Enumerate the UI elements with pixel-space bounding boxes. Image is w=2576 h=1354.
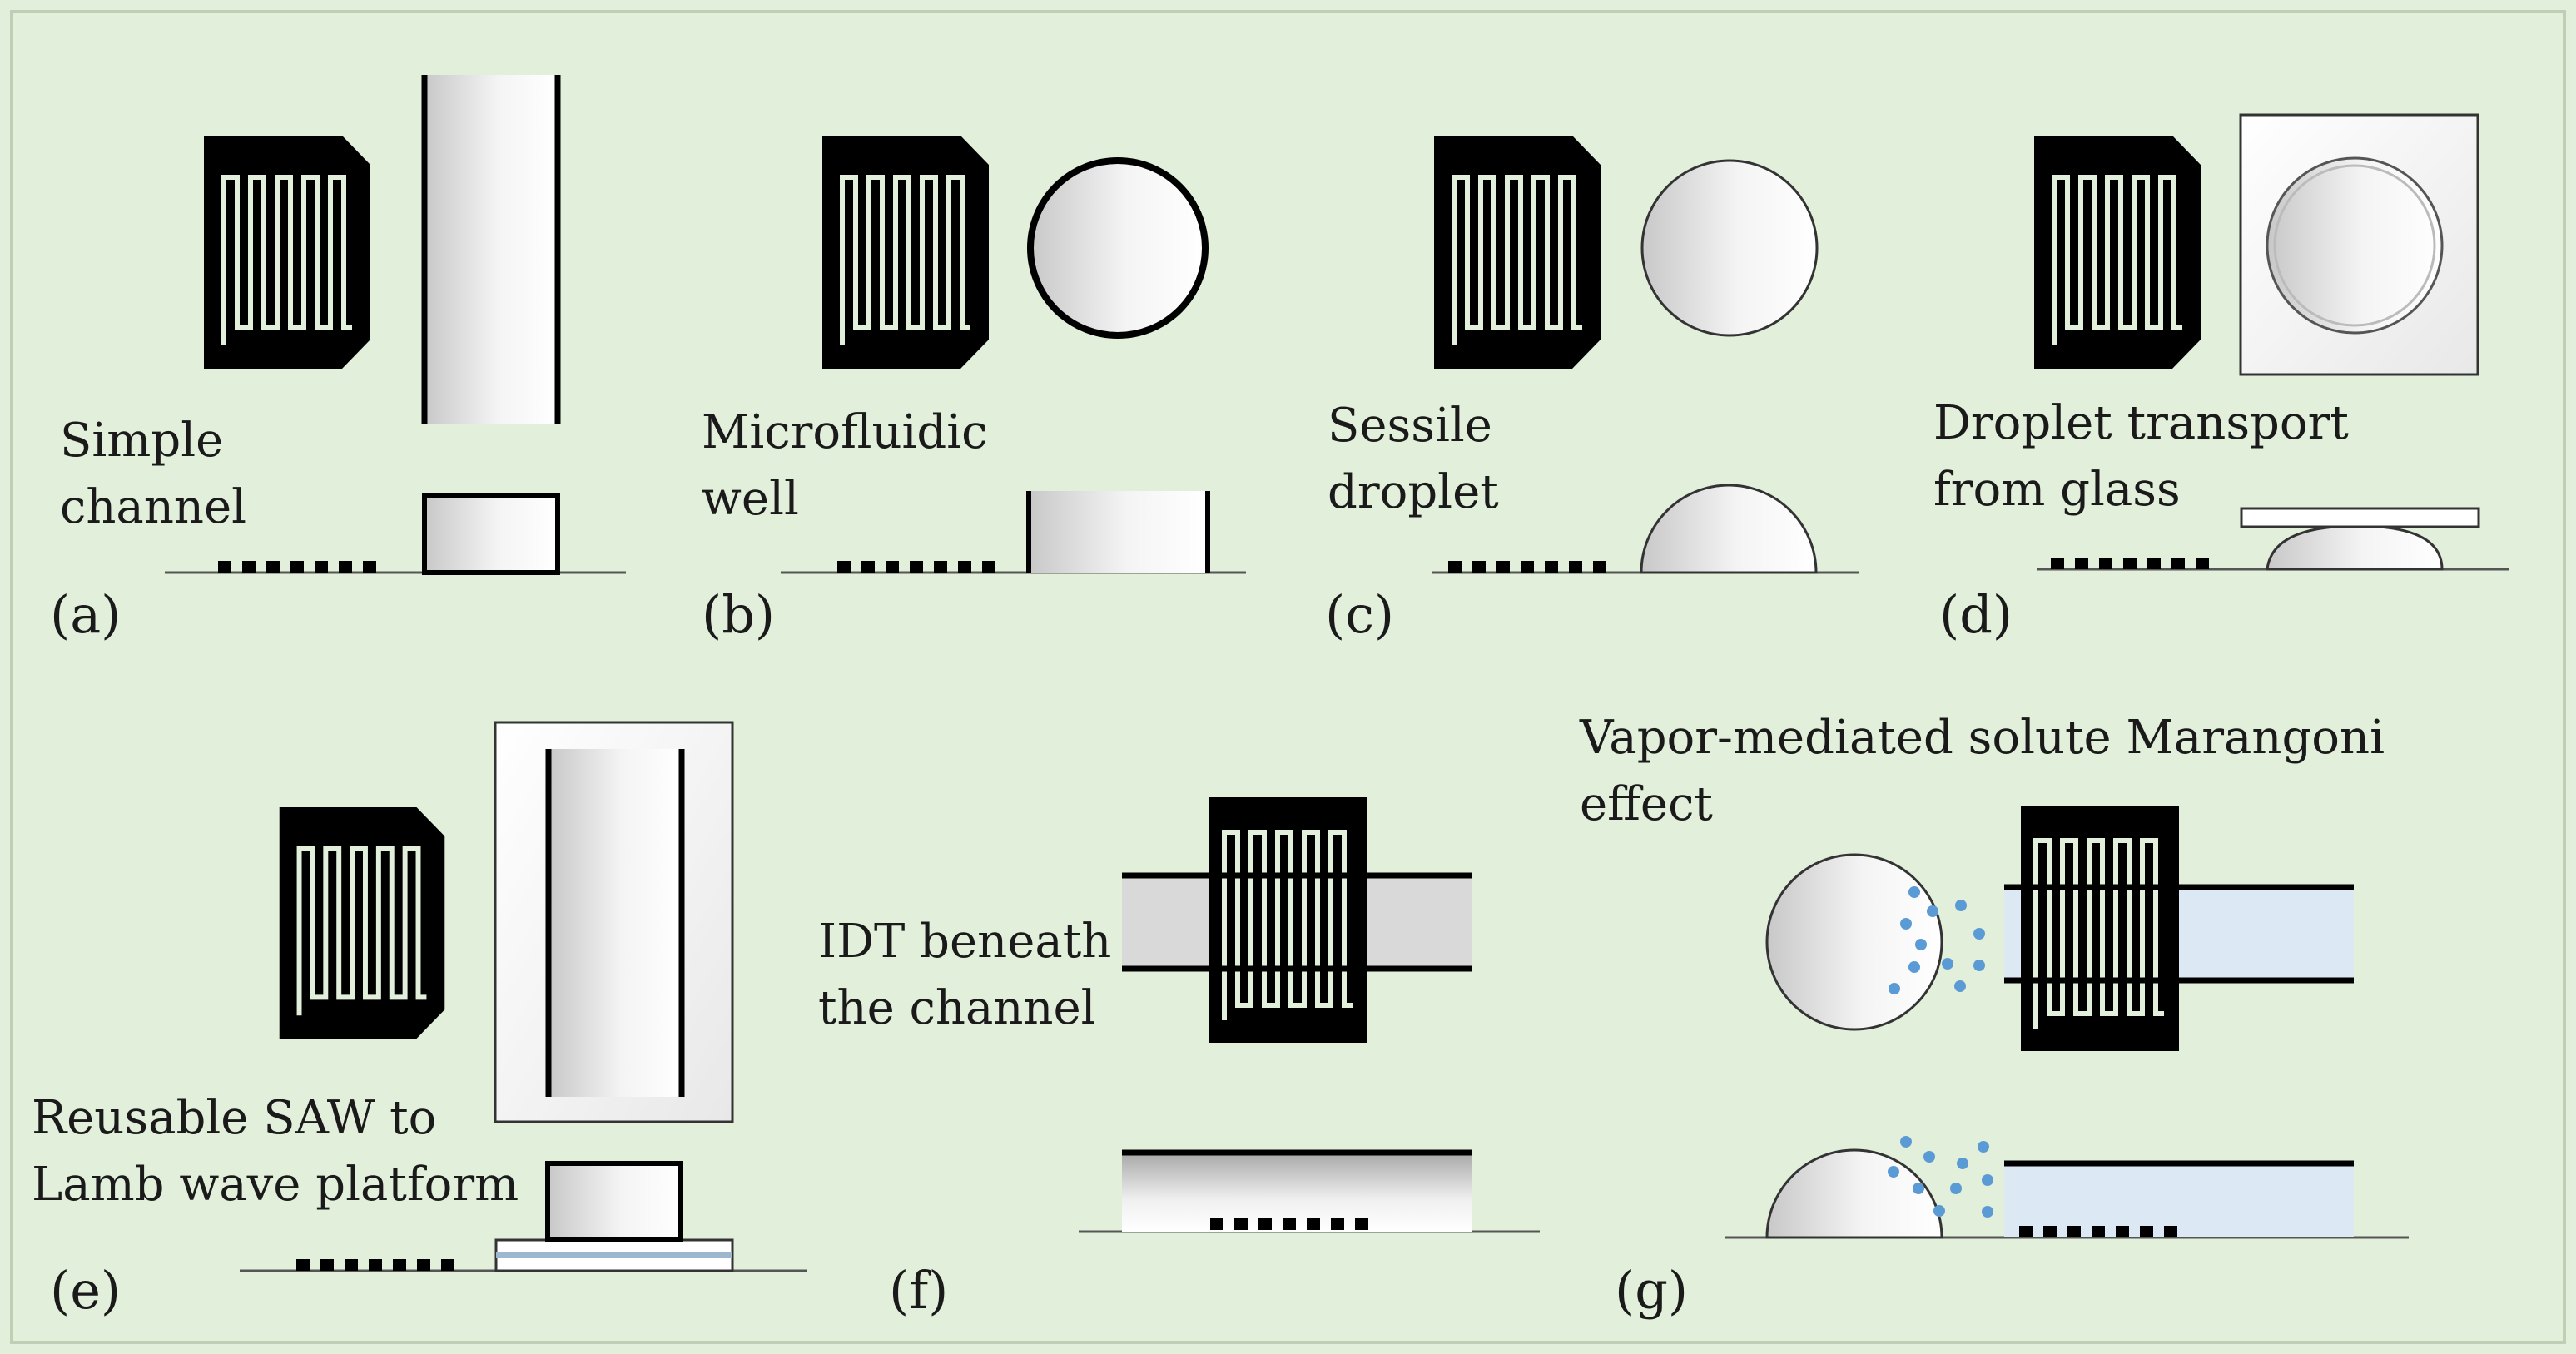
caption-d-line1: Droplet transport — [1933, 396, 2349, 450]
well-side-view — [1029, 491, 1208, 573]
panel-a: Simple channel (a) — [50, 75, 626, 645]
caption-g-line2: effect — [1580, 777, 1713, 831]
vapor-dots-side — [1888, 1136, 1993, 1218]
label-c: (c) — [1325, 584, 1394, 645]
droplet-top-view — [1765, 853, 1943, 1031]
caption-f-line2: the channel — [818, 981, 1096, 1035]
panel-f: IDT beneath the channel (f) — [818, 797, 1540, 1321]
label-g: (g) — [1615, 1260, 1688, 1321]
droplet-side-view — [1640, 484, 1818, 574]
vapor-dots-top — [1889, 886, 1985, 994]
channel-side-view — [2004, 1163, 2354, 1237]
channel-side-view — [545, 1161, 683, 1242]
idt-top-view — [1434, 136, 1601, 369]
caption-e-line1: Reusable SAW to — [32, 1091, 436, 1145]
idt-top-view — [2021, 806, 2179, 1051]
caption-c-line1: Sessile — [1328, 399, 1492, 453]
idt-top-view — [280, 807, 445, 1039]
panel-b: Microfluidic well (b) — [702, 136, 1246, 645]
idt-top-view — [822, 136, 989, 369]
caption-f-line1: IDT beneath — [818, 915, 1111, 969]
channel-side-view — [1122, 1153, 1472, 1232]
panel-d: Droplet transport from glass (d) — [1933, 113, 2509, 645]
idt-top-view — [1209, 797, 1367, 1043]
panel-e: Reusable SAW to Lamb wave platform (e) — [32, 721, 807, 1321]
channel-side-view — [422, 493, 560, 575]
panel-c: Sessile droplet (c) — [1325, 136, 1859, 645]
caption-d-line2: from glass — [1933, 463, 2181, 517]
panel-g: Vapor-mediated solute Marangoni effect (… — [1579, 711, 2409, 1321]
label-e: (e) — [50, 1260, 121, 1321]
label-f: (f) — [889, 1260, 948, 1321]
idt-top-view — [204, 136, 370, 369]
label-a: (a) — [50, 584, 121, 645]
idt-top-view — [2034, 136, 2201, 369]
glass-slide-side-view — [2240, 507, 2480, 528]
droplet-top-view — [1640, 159, 1819, 337]
label-b: (b) — [702, 584, 775, 645]
caption-a-line1: Simple — [60, 414, 223, 468]
channel-top-view — [548, 749, 682, 1097]
caption-g-line1: Vapor-mediated solute Marangoni — [1579, 711, 2385, 765]
figure-border — [10, 10, 2566, 1344]
caption-a-line2: channel — [60, 480, 246, 534]
caption-e-line2: Lamb wave platform — [32, 1158, 519, 1212]
caption-c-line2: droplet — [1328, 465, 1499, 519]
caption-b-line1: Microfluidic — [702, 405, 988, 459]
label-d: (d) — [1939, 584, 2013, 645]
well-top-view — [1027, 157, 1209, 339]
channel-top-view — [424, 75, 558, 424]
caption-b-line2: well — [702, 472, 799, 526]
droplet-top-view — [2266, 156, 2444, 335]
